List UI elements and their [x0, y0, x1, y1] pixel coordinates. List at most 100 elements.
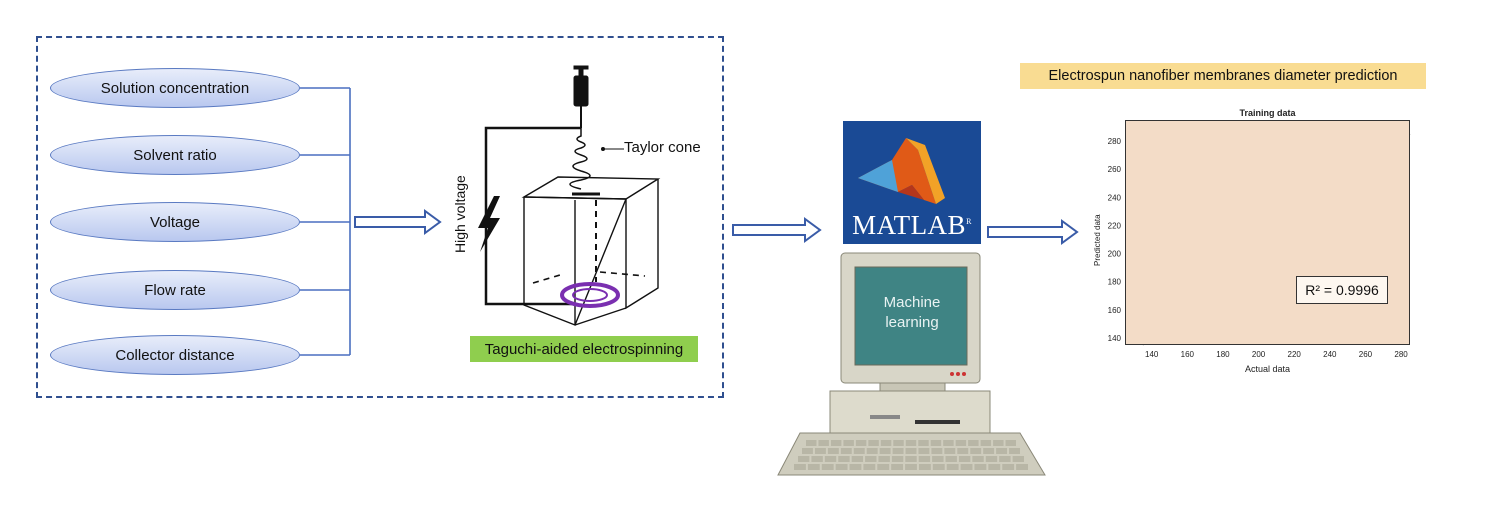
parameter-label: Solution concentration [100, 79, 250, 97]
keyboard-key [946, 464, 959, 470]
keyboard-key [840, 448, 852, 454]
keyboard-key [824, 456, 837, 462]
bracket-connector [300, 87, 351, 356]
y-tick-label: 140 [1108, 334, 1122, 343]
keyboard-key [878, 456, 890, 462]
keyboard-key [849, 464, 862, 470]
monitor-screen [854, 266, 968, 366]
keyboard-key [999, 456, 1011, 462]
keyboard-key [993, 440, 1004, 446]
parameter-solution-concentration: Solution concentration [50, 68, 300, 108]
r-squared-annotation: R² = 0.9996 [1296, 276, 1388, 304]
electrospinning-setup [478, 65, 661, 326]
x-tick-label: 180 [1216, 350, 1230, 359]
y-tick-label: 220 [1108, 221, 1122, 230]
keyboard-key [866, 448, 878, 454]
keyboard-key [905, 464, 917, 470]
x-axis-label: Actual data [1244, 364, 1291, 374]
keyboard-key [877, 464, 890, 470]
keyboard-key [821, 464, 834, 470]
keyboard-key [838, 456, 850, 462]
keyboard-key [893, 440, 904, 446]
keyboard-key [880, 440, 892, 446]
matlab-logo-icon [843, 121, 981, 244]
keyboard-key [818, 440, 829, 446]
keyboard-key [918, 448, 930, 454]
y-tick-label: 280 [1108, 137, 1122, 146]
keyboard-key [1012, 456, 1024, 462]
x-tick-label: 240 [1323, 350, 1337, 359]
keyboard-key [794, 464, 806, 470]
parameter-solvent-ratio: Solvent ratio [50, 135, 300, 175]
process-label: Taguchi-aided electrospinning [470, 336, 698, 362]
y-tick-label: 160 [1108, 306, 1122, 315]
keyboard-key [974, 464, 987, 470]
keyboard-key [827, 448, 839, 454]
screen-text: Machine learning [862, 293, 962, 333]
keyboard-key [983, 448, 995, 454]
keyboard-key [811, 456, 823, 462]
parameter-flow-rate: Flow rate [50, 270, 300, 310]
keyboard-key [905, 456, 917, 462]
parameter-label: Solvent ratio [133, 146, 217, 164]
parameter-label: Voltage [149, 213, 201, 231]
keyboard-key [1002, 464, 1015, 470]
keyboard-key [932, 456, 944, 462]
keyboard-key [945, 456, 957, 462]
y-tick-label: 180 [1108, 278, 1122, 287]
keyboard-key [960, 464, 973, 470]
keyboard-key [988, 464, 1001, 470]
matlab-label: MATLABR [852, 210, 972, 240]
arrow-right-icon [354, 209, 442, 235]
keyboard-key [958, 456, 971, 462]
keyboard-key [868, 440, 879, 446]
keyboard-key [996, 448, 1008, 454]
keyboard-key [931, 448, 943, 454]
keyboard-key [905, 448, 917, 454]
keyboard-key [892, 448, 904, 454]
x-tick-label: 260 [1359, 350, 1373, 359]
syringe-icon [573, 65, 589, 128]
x-tick-label: 140 [1145, 350, 1159, 359]
arrow-right-icon [732, 217, 822, 243]
keyboard-key [843, 440, 854, 446]
keyboard-key [905, 440, 917, 446]
parameter-label: Flow rate [144, 281, 206, 299]
keyboard-key [918, 440, 929, 446]
keyboard-key [918, 464, 931, 470]
keyboard-key [802, 448, 813, 454]
x-tick-label: 220 [1288, 350, 1302, 359]
x-tick-label: 160 [1181, 350, 1195, 359]
screen-text-line2: learning [885, 314, 939, 331]
lightning-bolt-icon [478, 196, 500, 252]
result-label: Electrospun nanofiber membranes diameter… [1020, 63, 1426, 89]
computer-illustration [777, 252, 1046, 476]
keyboard-key [943, 440, 954, 446]
y-tick-label: 200 [1108, 250, 1122, 259]
parameter-collector-distance: Collector distance [50, 335, 300, 375]
screen-text-line1: Machine [883, 294, 941, 311]
keyboard-key [879, 448, 891, 454]
keyboard-key [980, 440, 992, 446]
parameter-group-box [36, 36, 724, 398]
collector-ring-icon [560, 282, 620, 308]
keyboard-key [970, 448, 982, 454]
y-tick-label: 240 [1108, 193, 1122, 202]
y-tick-label: 260 [1108, 165, 1122, 174]
keyboard-key [1016, 464, 1028, 470]
keyboard-key [932, 464, 945, 470]
taylor-cone-label: Taylor cone [624, 139, 701, 156]
keyboard-key [853, 448, 865, 454]
parameter-voltage: Voltage [50, 202, 300, 242]
keyboard-key [865, 456, 877, 462]
keyboard-key [851, 456, 864, 462]
taylor-cone-jet [569, 128, 591, 190]
keyboard-key [1009, 448, 1020, 454]
keyboard-key [957, 448, 969, 454]
parameter-label: Collector distance [115, 346, 235, 364]
y-axis-label: Predicted data [1093, 214, 1102, 266]
keyboard-key [798, 456, 810, 462]
keyboard-key [830, 440, 842, 446]
keyboard-key [807, 464, 820, 470]
keyboard-key [918, 456, 931, 462]
